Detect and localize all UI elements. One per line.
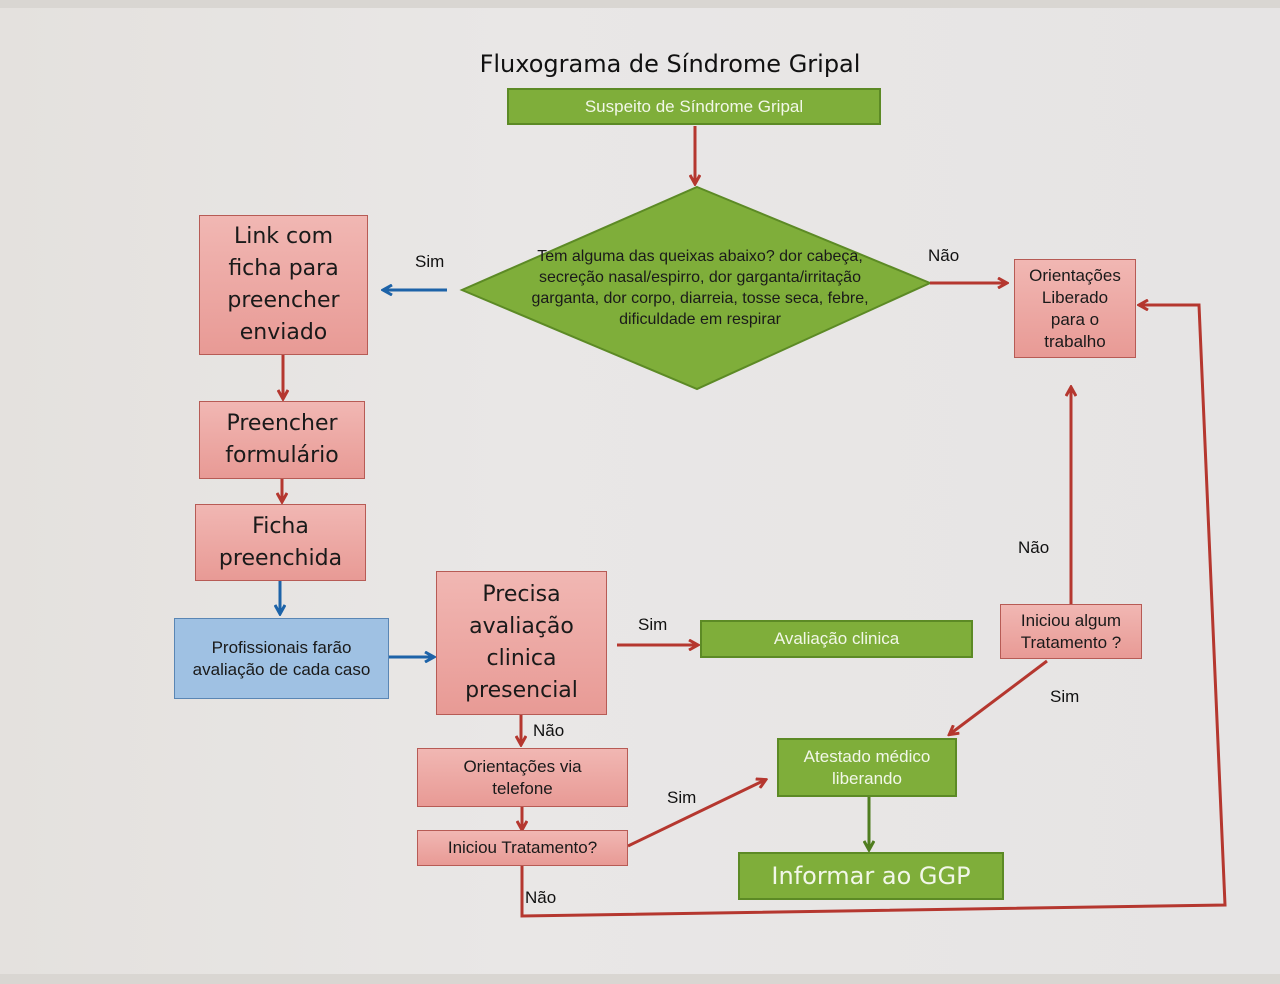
node-orientacoes-telefone: Orientações via telefone (417, 748, 628, 807)
label-nao-iniciou: Não (525, 888, 557, 907)
decision-diamond (459, 185, 933, 391)
label-sim-iniciou: Sim (667, 788, 697, 807)
label-sim-algum: Sim (1050, 687, 1080, 706)
label-nao-avaliacao: Não (533, 721, 565, 740)
node-ficha-preenchida: Ficha preenchida (195, 504, 366, 581)
label-sim-avaliacao: Sim (638, 615, 668, 634)
label-sim-queixas: Sim (415, 252, 445, 271)
page-title: Fluxograma de Síndrome Gripal (479, 50, 861, 78)
node-orientacoes-liberado: Orientações Liberado para o trabalho (1014, 259, 1136, 358)
label-nao-algum: Não (1018, 538, 1050, 557)
node-iniciou-tratamento: Iniciou Tratamento? (417, 830, 628, 866)
node-preencher-formulario: Preencher formulário (199, 401, 365, 479)
node-atestado: Atestado médico liberando (777, 738, 957, 797)
node-profissionais: Profissionais farão avaliação de cada ca… (174, 618, 389, 699)
label-nao-queixas: Não (928, 246, 960, 265)
decision-queixas-text: Tem alguma das queixas abaixo? dor cabeç… (531, 248, 869, 328)
node-informar-ggp: Informar ao GGP (738, 852, 1004, 900)
node-precisa-avaliacao: Precisa avaliação clinica presencial (436, 571, 607, 715)
node-iniciou-algum: Iniciou algum Tratamento ? (1000, 604, 1142, 659)
node-avaliacao-clinica: Avaliação clinica (700, 620, 973, 658)
paper-background (0, 8, 1280, 974)
node-link-ficha: Link com ficha para preencher enviado (199, 215, 368, 355)
node-suspeito: Suspeito de Síndrome Gripal (507, 88, 881, 125)
